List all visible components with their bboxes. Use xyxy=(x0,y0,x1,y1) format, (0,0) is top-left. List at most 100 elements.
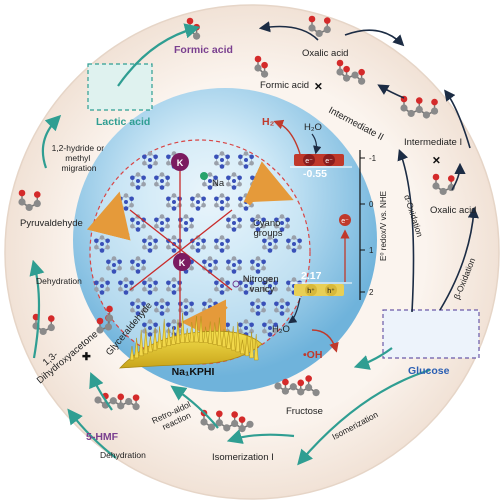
lattice-atom xyxy=(273,280,278,286)
intermediate-i-label: Intermediate I xyxy=(404,137,462,148)
oxygen-atom xyxy=(297,379,305,387)
lattice-atom xyxy=(147,164,153,169)
lattice-atom xyxy=(171,235,177,240)
lattice-atom xyxy=(99,277,105,282)
lattice-atom xyxy=(141,265,146,271)
lattice-atom xyxy=(219,235,225,240)
lattice-atom xyxy=(105,238,110,244)
flake-spike xyxy=(249,331,254,359)
lattice-atom xyxy=(250,265,255,271)
lattice-atom xyxy=(280,305,284,309)
molecule-icon xyxy=(254,55,269,78)
lattice-atom xyxy=(255,311,261,316)
oxygen-atom xyxy=(96,317,104,325)
lattice-atom xyxy=(172,200,176,204)
lattice-atom xyxy=(219,248,225,253)
lattice-atom xyxy=(262,322,267,328)
carbon-atom xyxy=(47,323,55,332)
lattice-atom xyxy=(213,301,218,307)
lattice-atom xyxy=(225,244,230,250)
oh-generation-arrow xyxy=(311,329,339,353)
flake-spike xyxy=(157,326,162,349)
lattice-atom xyxy=(238,160,243,166)
flake-spike xyxy=(253,333,259,361)
lattice-atom xyxy=(237,217,242,223)
lattice-atom xyxy=(129,202,134,208)
lattice-atom xyxy=(189,301,194,307)
lattice-atom xyxy=(153,238,158,244)
flake-spike xyxy=(180,312,185,344)
lattice-atom xyxy=(219,164,225,169)
lattice-atom xyxy=(225,196,230,202)
flake-spike xyxy=(184,328,190,343)
lattice-atom xyxy=(238,328,243,334)
lattice-atom xyxy=(166,154,171,160)
lattice-atom xyxy=(207,256,213,261)
na-atom-label: Na xyxy=(212,178,225,189)
lattice-atom xyxy=(165,301,170,307)
lattice-atom xyxy=(237,259,242,265)
flake-spike xyxy=(134,337,139,359)
carbon-atom xyxy=(96,326,104,334)
lattice-atom xyxy=(285,307,290,313)
oxygen-atom xyxy=(132,394,140,401)
cycle-arrow-teal xyxy=(29,259,45,359)
flake-spike xyxy=(148,335,153,353)
lattice-atom xyxy=(159,172,165,177)
lattice-atom xyxy=(262,244,267,250)
molecule-icon xyxy=(336,59,366,85)
lattice-atom xyxy=(250,217,255,223)
lattice-atom xyxy=(237,175,242,181)
carbon-atom xyxy=(312,389,320,397)
oxygen-atom xyxy=(282,378,289,386)
h2-evolution-arrow xyxy=(273,119,301,155)
lattice-atom xyxy=(106,265,111,271)
lattice-atom xyxy=(201,202,206,208)
lattice-atom xyxy=(291,248,297,253)
carbon-atom xyxy=(315,29,323,38)
flake-spike xyxy=(217,317,222,346)
carbon-atom xyxy=(18,198,26,206)
lattice-atom xyxy=(165,181,170,187)
lattice-atom xyxy=(261,223,266,229)
lattice-atom xyxy=(130,217,135,223)
lattice-atom xyxy=(189,307,194,313)
oxygen-atom xyxy=(431,98,438,106)
heptazine-unit xyxy=(214,193,230,211)
lattice-atom xyxy=(148,158,152,162)
electron-label: e⁻ xyxy=(341,218,349,225)
lattice-atom xyxy=(286,244,291,250)
lattice-atom xyxy=(142,160,147,166)
heptazine-unit xyxy=(274,214,290,232)
lattice-atom xyxy=(274,217,279,223)
hole-icon xyxy=(325,284,337,296)
lattice-atom xyxy=(123,206,129,211)
lattice-atom xyxy=(123,193,129,198)
lattice-atom xyxy=(238,202,243,208)
carbon-atom xyxy=(430,107,439,115)
lattice-atom xyxy=(195,206,201,211)
heptazine-unit xyxy=(226,214,242,232)
lattice-atom xyxy=(261,175,266,181)
lattice-atom xyxy=(291,235,297,240)
flake-spike xyxy=(240,339,245,355)
lattice-atom xyxy=(183,227,189,232)
carbon-atom xyxy=(223,424,231,432)
oxygen-atom xyxy=(432,173,440,181)
oxalic-acid-top-label: Oxalic acid xyxy=(302,48,348,59)
lattice-atom xyxy=(153,154,158,160)
nitrogen-vacancy-label: Nitrogen vancy xyxy=(243,274,282,295)
heptazine-unit xyxy=(142,151,158,169)
lattice-atom xyxy=(213,259,218,265)
lattice-atom xyxy=(100,242,104,246)
cycle-arrow-teal xyxy=(89,371,113,411)
lattice-atom xyxy=(255,256,261,261)
carbon-atom xyxy=(33,199,41,208)
lattice-atom xyxy=(99,235,105,240)
heptazine-unit xyxy=(250,214,266,232)
oxygen-atom xyxy=(415,97,423,104)
k-bridge-line xyxy=(129,209,233,291)
heptazine-unit xyxy=(106,256,122,274)
lattice-atom xyxy=(142,244,147,250)
lattice-atom xyxy=(261,301,266,307)
